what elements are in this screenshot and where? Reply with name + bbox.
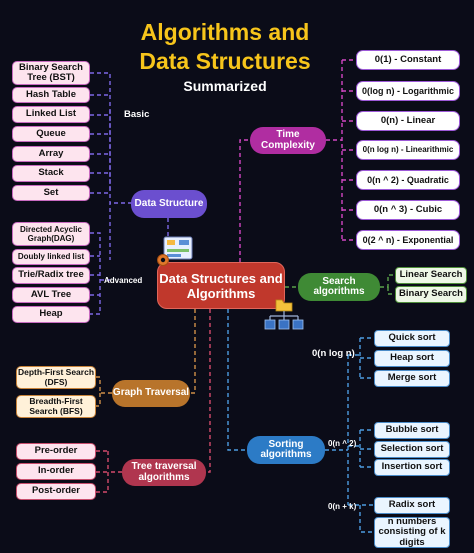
topic-search-algorithms: Search algorithms: [298, 273, 380, 301]
leaf-hash-table: Hash Table: [12, 87, 90, 103]
tc-cubic: 0(n ^ 3) - Cubic: [356, 200, 460, 220]
leaf-heap: Heap: [12, 306, 90, 323]
sort-heap: Heap sort: [374, 350, 450, 367]
graph-bfs: Breadth-First Search (BFS): [16, 395, 96, 418]
tc-logarithmic: 0(log n) - Logarithmic: [356, 81, 460, 101]
topic-sorting-algorithms: Sorting algorithms: [247, 436, 325, 464]
title-line-2: Data Structures: [139, 48, 311, 74]
search-binary: Binary Search: [395, 286, 467, 303]
tree-pre-order: Pre-order: [16, 443, 96, 460]
search-linear: Linear Search: [395, 267, 467, 284]
tree-in-order: In-order: [16, 463, 96, 480]
leaf-array: Array: [12, 146, 90, 162]
sort-bubble: Bubble sort: [374, 422, 450, 439]
sort-quick: Quick sort: [374, 330, 450, 347]
sort-radix: Radix sort: [374, 497, 450, 514]
leaf-dag: Directed Acyclic Graph(DAG): [12, 222, 90, 246]
sort-merge: Merge sort: [374, 370, 450, 387]
basic-label: Basic: [124, 109, 150, 120]
sort-complexity-nlogn: 0(n log n): [312, 348, 355, 359]
sort-insertion: Insertion sort: [374, 459, 450, 476]
tc-quadratic: 0(n ^ 2) - Quadratic: [356, 170, 460, 190]
tree-post-order: Post-order: [16, 483, 96, 500]
central-node: Data Structures and Algorithms: [157, 262, 285, 309]
leaf-doubly-linked-list: Doubly linked list: [12, 249, 90, 265]
leaf-trie: Trie/Radix tree: [12, 267, 90, 284]
sort-selection: Selection sort: [374, 441, 450, 458]
tc-linear: 0(n) - Linear: [356, 111, 460, 131]
sort-radix-note: n numbers consisting of k digits: [374, 516, 450, 548]
tc-exponential: 0(2 ^ n) - Exponential: [356, 230, 460, 250]
folder-network-icon: [262, 298, 304, 334]
sort-complexity-nk: 0(n + k): [328, 502, 357, 511]
leaf-stack: Stack: [12, 165, 90, 182]
graph-dfs: Depth-First Search (DFS): [16, 366, 96, 389]
topic-time-complexity: Time Complexity: [250, 127, 326, 154]
title-line-1: Algorithms and: [140, 19, 310, 45]
topic-tree-traversal: Tree traversal algorithms: [122, 459, 206, 486]
tc-linearithmic: 0(n log n) - Linearithmic: [356, 140, 460, 160]
leaf-avl-tree: AVL Tree: [12, 287, 90, 303]
leaf-set: Set: [12, 185, 90, 201]
topic-data-structure: Data Structure: [131, 190, 207, 218]
sort-complexity-n2: 0(n ^ 2): [328, 439, 357, 448]
subtitle: Summarized: [183, 78, 267, 94]
tc-constant: 0(1) - Constant: [356, 50, 460, 70]
main-title: Algorithms and Data Structures: [100, 18, 350, 76]
leaf-queue: Queue: [12, 126, 90, 142]
advanced-label: Advanced: [104, 276, 143, 285]
structure-diagram-icon: [161, 236, 195, 262]
topic-graph-traversal: Graph Traversal: [112, 380, 190, 407]
gear-icon: [155, 252, 171, 268]
leaf-linked-list: Linked List: [12, 106, 90, 123]
leaf-bst: Binary Search Tree (BST): [12, 61, 90, 85]
